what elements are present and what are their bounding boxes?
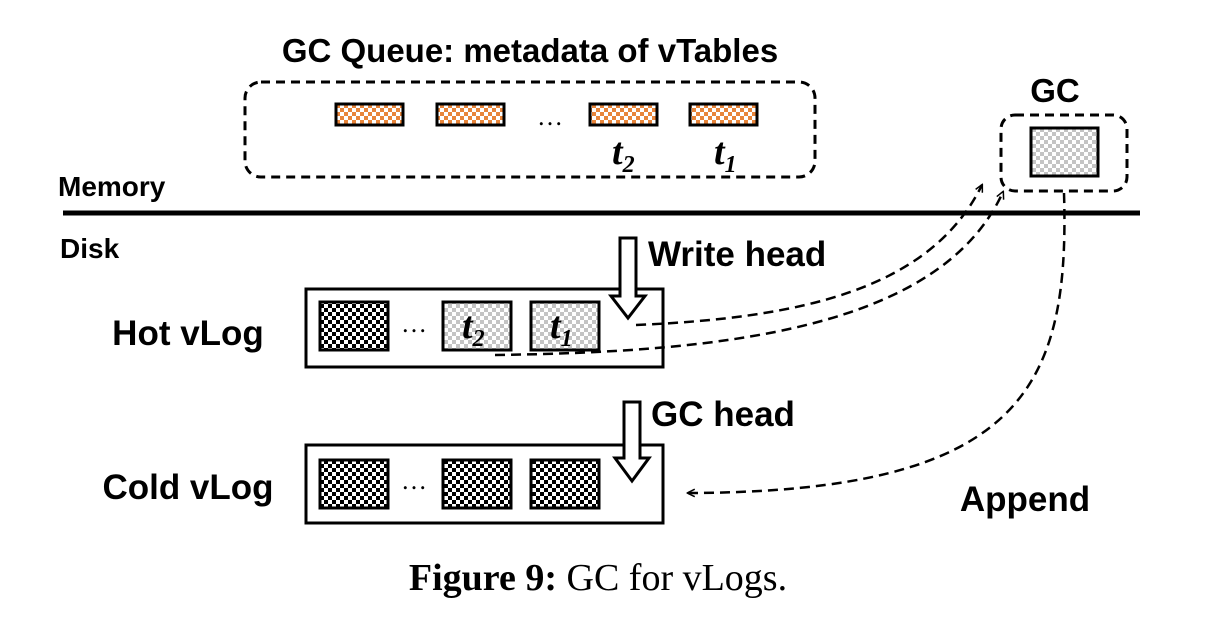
- hot-vlog-block-t1: [529, 300, 601, 352]
- hot-vlog-box: [304, 287, 665, 369]
- t2-to-gc-arrow: [494, 192, 1003, 357]
- memory-label: Memory: [58, 171, 166, 202]
- cold-vlog-box: [304, 443, 665, 525]
- cold-vlog-block: [318, 458, 390, 510]
- cold-vlog-block: [441, 458, 513, 510]
- hot-vlog-label-t1: t1: [550, 305, 573, 352]
- queue-ellipsis: …: [537, 102, 563, 131]
- write-head-to-gc-arrow: [635, 185, 984, 327]
- queue-item: [334, 102, 405, 127]
- hot-vlog-block-t2: [441, 300, 513, 352]
- gc-head-arrow: [612, 400, 652, 484]
- cold-vlog-label: Cold vLog: [102, 468, 273, 507]
- hot-vlog-ellipsis: …: [401, 309, 427, 338]
- disk-label: Disk: [60, 233, 120, 264]
- hot-vlog-block: [318, 300, 390, 352]
- queue-item-t1: [688, 102, 759, 127]
- hot-vlog-label-t2: t2: [462, 305, 485, 352]
- cold-vlog-ellipsis: …: [401, 466, 427, 495]
- figure-caption: Figure 9: GC for vLogs.: [409, 557, 787, 599]
- queue-label-t1: t1: [714, 131, 737, 178]
- gc-queue-title: GC Queue: metadata of vTables: [282, 32, 778, 69]
- append-label: Append: [960, 480, 1090, 519]
- gc-title: GC: [1030, 72, 1080, 109]
- gc-queue-container: [243, 80, 817, 179]
- queue-item-t2: [588, 102, 659, 127]
- queue-item: [435, 102, 506, 127]
- gc-block: [1029, 126, 1100, 178]
- write-head-label: Write head: [648, 235, 826, 274]
- gc-head-label: GC head: [651, 395, 795, 434]
- cold-vlog-block: [529, 458, 601, 510]
- gc-container: [999, 113, 1129, 193]
- queue-label-t2: t2: [612, 131, 635, 178]
- write-head-arrow: [607, 236, 649, 321]
- hot-vlog-label: Hot vLog: [112, 314, 264, 353]
